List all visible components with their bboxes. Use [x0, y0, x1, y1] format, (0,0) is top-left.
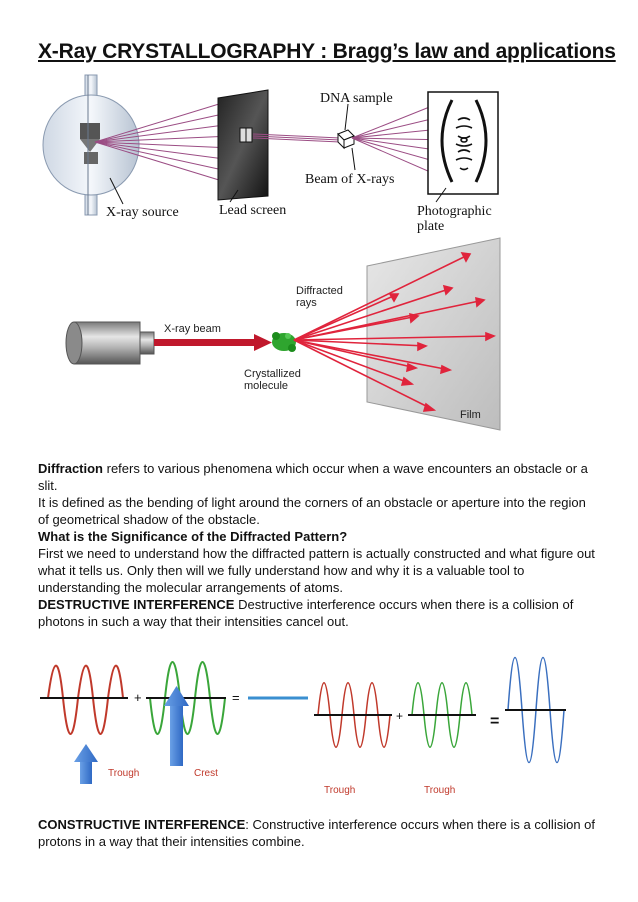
equals-sign-2: = [490, 713, 499, 730]
figure-interference: + = Trough Crest + = Trough Trough [40, 657, 566, 796]
figure-diffraction: Diffracted rays X-ray beam Crystallized … [65, 237, 501, 431]
red-wave-1 [47, 664, 124, 735]
body-text-block: Diffraction refers to various phenomena … [38, 460, 598, 630]
diffraction-text: refers to various phenomena which occur … [38, 461, 588, 493]
crystal-molecule [272, 332, 296, 352]
constructive-block: CONSTRUCTIVE INTERFERENCE: Constructive … [38, 816, 598, 850]
beam-to-sample [252, 133, 341, 143]
label-trough-3: Trough [424, 785, 455, 796]
trough-arrow-icon [74, 744, 98, 784]
xray-source-tube [42, 74, 140, 216]
destructive-term: DESTRUCTIVE INTERFERENCE [38, 597, 235, 612]
label-beam-of-xrays: Beam of X-rays [305, 172, 394, 187]
label-photographic: Photographic [417, 204, 492, 219]
label-xray-beam: X-ray beam [164, 323, 221, 335]
label-film: Film [460, 409, 481, 421]
significance-heading: What is the Significance of the Diffract… [38, 528, 598, 545]
label-xray-source: X-ray source [106, 205, 179, 220]
diffracted-rays [293, 252, 496, 412]
label-molecule: molecule [244, 380, 288, 392]
green-wave-1 [149, 661, 226, 735]
label-trough: Trough [108, 768, 139, 779]
destructive-paragraph: DESTRUCTIVE INTERFERENCE Destructive int… [38, 596, 598, 630]
label-plate: plate [417, 219, 444, 234]
diffraction-term: Diffraction [38, 461, 103, 476]
plus-sign-2: + [396, 709, 403, 723]
lead-screen [217, 89, 269, 201]
destructive-text: Destructive interference occurs when the… [38, 597, 574, 629]
page-title: X-Ray CRYSTALLOGRAPHY : Bragg’s law and … [38, 40, 616, 63]
significance-heading-text: What is the Significance of the Diffract… [38, 529, 348, 544]
figure-xray-setup: DNA sample Beam of X-rays X-ray source L… [42, 74, 499, 234]
label-pointers [109, 103, 447, 205]
label-diffracted: Diffracted [296, 285, 343, 297]
plus-sign-1: + [134, 690, 142, 705]
diffraction-paragraph: Diffraction refers to various phenomena … [38, 460, 598, 494]
constructive-paragraph: CONSTRUCTIVE INTERFERENCE: Constructive … [38, 816, 598, 850]
equals-sign-1: = [232, 690, 240, 705]
xray-beam-arrow [154, 334, 272, 351]
constructive-term: CONSTRUCTIVE INTERFERENCE [38, 817, 246, 832]
green-wave-2 [411, 682, 473, 748]
film-plane [366, 237, 501, 431]
photographic-plate [427, 91, 499, 195]
dna-sample [337, 129, 355, 150]
label-dna-sample: DNA sample [320, 91, 393, 106]
label-rays: rays [296, 297, 317, 309]
definition-paragraph: It is defined as the bending of light ar… [38, 495, 586, 527]
label-trough-2: Trough [324, 785, 355, 796]
constructive-text: : Constructive interference occurs when … [38, 817, 596, 849]
significance-paragraph: First we need to understand how the diff… [38, 546, 595, 595]
crest-arrow-icon [164, 686, 189, 766]
xray-beam-cylinder [65, 321, 155, 365]
label-lead-screen: Lead screen [219, 203, 286, 218]
source-rays [94, 99, 233, 185]
label-crest: Crest [194, 768, 218, 779]
label-crystallized: Crystallized [244, 368, 301, 380]
